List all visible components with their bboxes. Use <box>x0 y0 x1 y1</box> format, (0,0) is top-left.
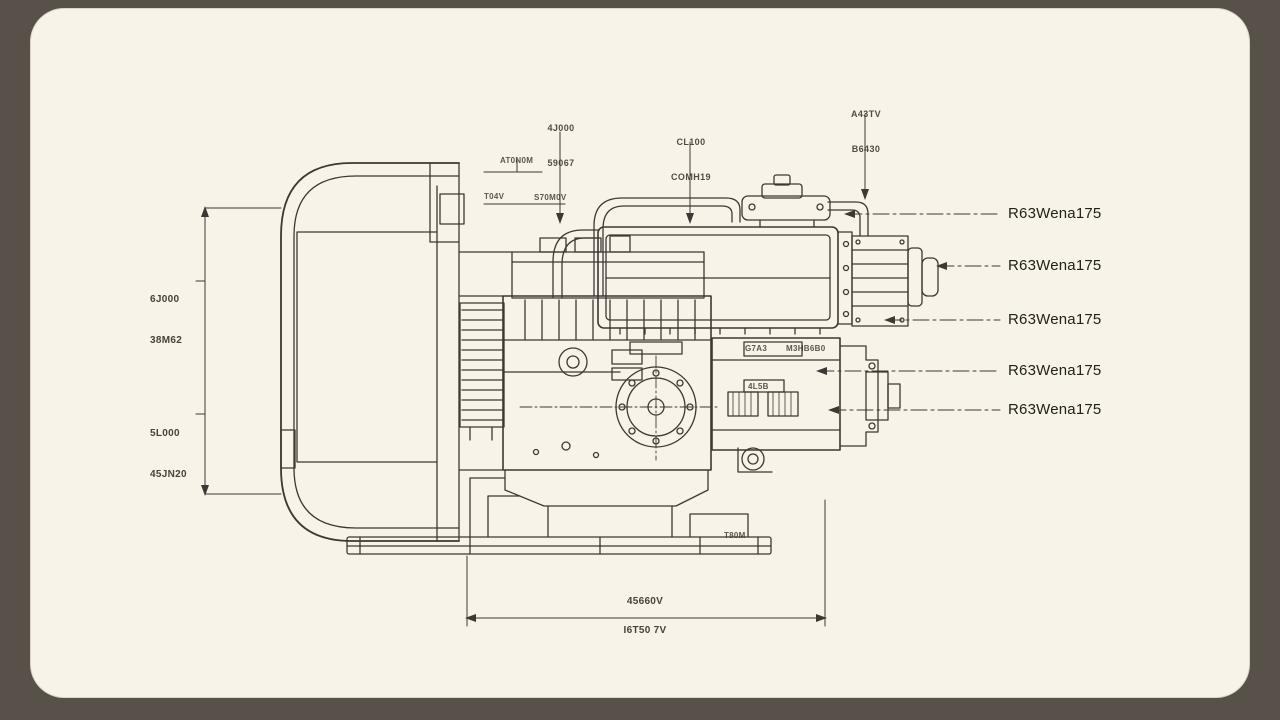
top-label-mid-small2: T04V <box>484 192 505 201</box>
turbocharger <box>741 174 831 228</box>
top-label-mid-small3: S70M0V <box>534 193 567 202</box>
heat-exchanger <box>851 235 939 327</box>
callout-leaders <box>817 213 1001 411</box>
callout-arrows <box>816 210 947 414</box>
dim-label-left-bottom: 5L000 45JN20 <box>150 400 187 508</box>
part-label-plate2: M3HB6B0 <box>786 344 826 353</box>
top-label-vent-line2: 59067 <box>547 158 575 169</box>
callout-label-3: R63Wena175 <box>1008 311 1102 328</box>
dim-left-bottom-line2: 45JN20 <box>150 468 187 480</box>
dim-label-bottom-lower: I6T50 7V <box>623 625 667 636</box>
intake-manifold <box>597 226 853 335</box>
top-label-breather-line1: A43TV <box>850 109 881 120</box>
callout-label-5: R63Wena175 <box>1008 401 1102 418</box>
dim-label-left-top: 6J000 38M62 <box>150 266 182 374</box>
top-label-breather: A43TV B6430 <box>843 86 889 180</box>
base-skid <box>346 469 772 555</box>
top-label-vent: 4J000 59067 <box>538 100 584 194</box>
part-label-foot: T80M <box>724 531 746 540</box>
top-label-vent-line1: 4J000 <box>547 123 575 134</box>
dim-left-bottom-line1: 5L000 <box>150 428 180 439</box>
top-label-breather-line2: B6430 <box>851 144 881 155</box>
top-label-coolant-line2: COMH19 <box>671 172 711 183</box>
flywheel-housing <box>280 162 513 542</box>
fuel-pump-assembly <box>711 337 901 473</box>
top-label-coolant-line1: CL100 <box>676 137 706 148</box>
callout-label-2: R63Wena175 <box>1008 257 1102 274</box>
dim-left-top-line2: 38M62 <box>150 334 183 346</box>
paper-sheet <box>30 8 1250 698</box>
part-label-plate3: 4L5B <box>748 382 769 391</box>
top-label-mid-small: AT0N0M <box>500 156 534 165</box>
dim-label-bottom-upper: 45660V <box>626 596 664 607</box>
callout-label-4: R63Wena175 <box>1008 362 1102 379</box>
part-label-plate1: G7A3 <box>745 344 768 353</box>
callout-label-1: R63Wena175 <box>1008 205 1102 222</box>
top-label-coolant: CL100 COMH19 <box>668 114 714 208</box>
dimension-lines <box>195 113 869 627</box>
pipework <box>552 197 869 299</box>
dim-left-top-line1: 6J000 <box>150 294 180 305</box>
